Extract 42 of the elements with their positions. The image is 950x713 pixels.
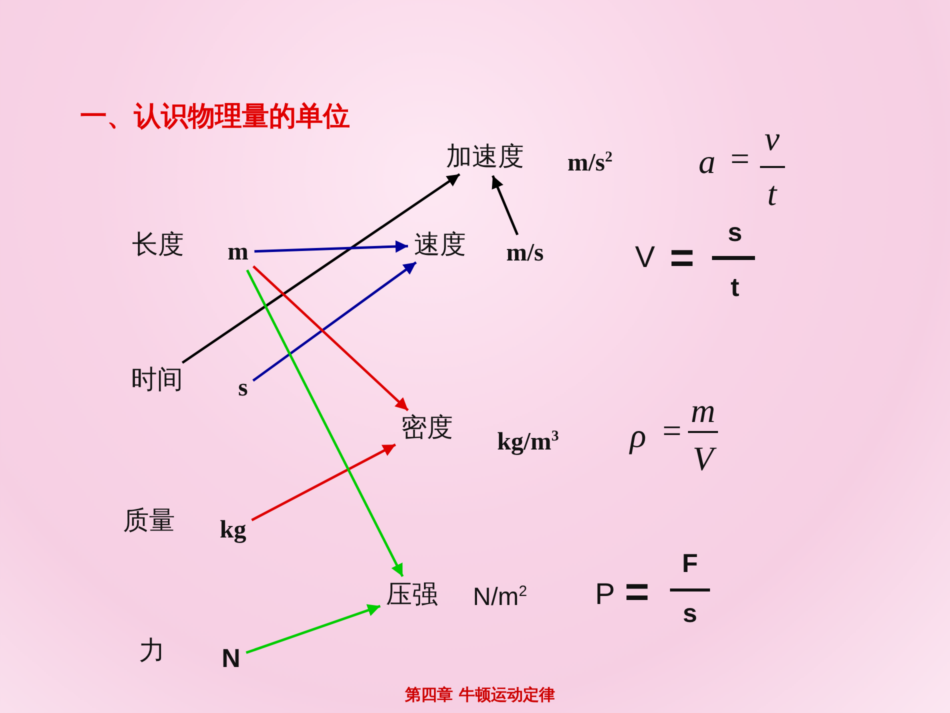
slide-title: 一、认识物理量的单位	[80, 103, 350, 130]
quantity-label: 密度	[399, 413, 455, 443]
formula-symbol: s	[682, 598, 698, 628]
unit-label: kg/m$^{3}$	[496, 428, 560, 456]
formula-symbol: s	[726, 217, 744, 247]
arrow	[246, 604, 381, 654]
unit-label: m	[226, 238, 250, 266]
formula-symbol: V	[634, 241, 656, 275]
formula-symbol: v	[763, 121, 781, 159]
formula-symbol: =	[624, 569, 650, 615]
formula-symbol: t	[766, 176, 778, 214]
arrow	[252, 265, 409, 412]
quantity-label: 力	[138, 636, 166, 666]
quantity-label: 时间	[129, 365, 185, 395]
arrow	[492, 175, 519, 236]
formula-symbol: ρ	[628, 418, 648, 456]
arrow	[251, 443, 396, 522]
formula-symbol: V	[690, 441, 716, 479]
formula-symbol: =	[729, 141, 751, 179]
quantity-label: 长度	[131, 230, 185, 260]
formula-symbol: =	[668, 235, 696, 281]
unit-label: kg	[218, 516, 248, 544]
arrow	[246, 270, 404, 577]
formula-symbol: t	[730, 272, 740, 302]
unit-label: N	[220, 643, 242, 673]
quantity-label: 压强	[384, 580, 440, 610]
unit-label: m/s$^{2}$	[566, 148, 614, 178]
formula-symbol: P	[594, 578, 616, 612]
arrow	[254, 240, 408, 253]
unit-label: s	[236, 374, 250, 402]
unit-label: m/s	[504, 238, 546, 268]
formula-symbol: F	[681, 548, 699, 578]
arrow	[252, 261, 417, 382]
formula-symbol: a	[698, 144, 716, 182]
formula-symbol: =	[661, 413, 683, 451]
footer-caption: 第四章 牛顿运动定律	[405, 687, 555, 703]
arrow	[182, 173, 460, 364]
quantity-label: 质量	[122, 506, 176, 536]
formula-symbol: m	[690, 393, 716, 431]
unit-label: N/m$^{2}$	[472, 582, 528, 612]
quantity-label: 速度	[412, 230, 468, 260]
quantity-label: 加速度	[444, 142, 526, 172]
